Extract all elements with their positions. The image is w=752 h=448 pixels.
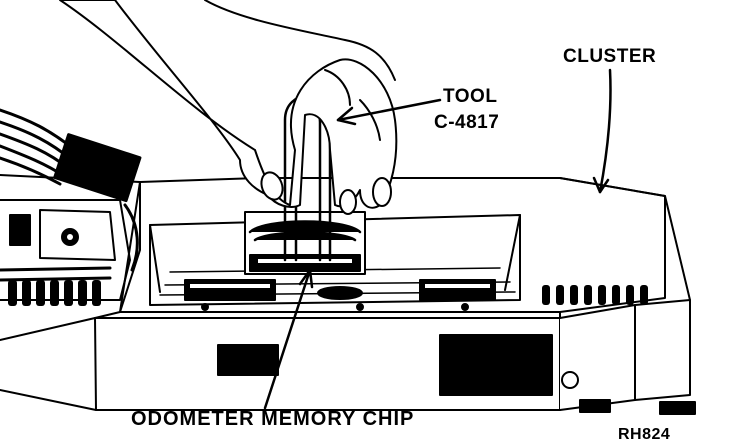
connector-blocks [184, 279, 496, 301]
left-pin-row [8, 280, 101, 306]
label-tool-number: C-4817 [434, 112, 500, 133]
leader-lines [263, 68, 612, 410]
label-odometer-memory-chip: ODOMETER MEMORY CHIP [131, 408, 415, 430]
figure-code: RH824 [618, 426, 671, 443]
hand [59, 0, 398, 215]
chip-socket [244, 211, 366, 275]
vent-slots [542, 285, 648, 305]
front-face-windows [217, 334, 696, 415]
label-cluster: CLUSTER [563, 46, 657, 67]
wire-harness [0, 108, 142, 272]
label-tool: TOOL [443, 86, 498, 107]
